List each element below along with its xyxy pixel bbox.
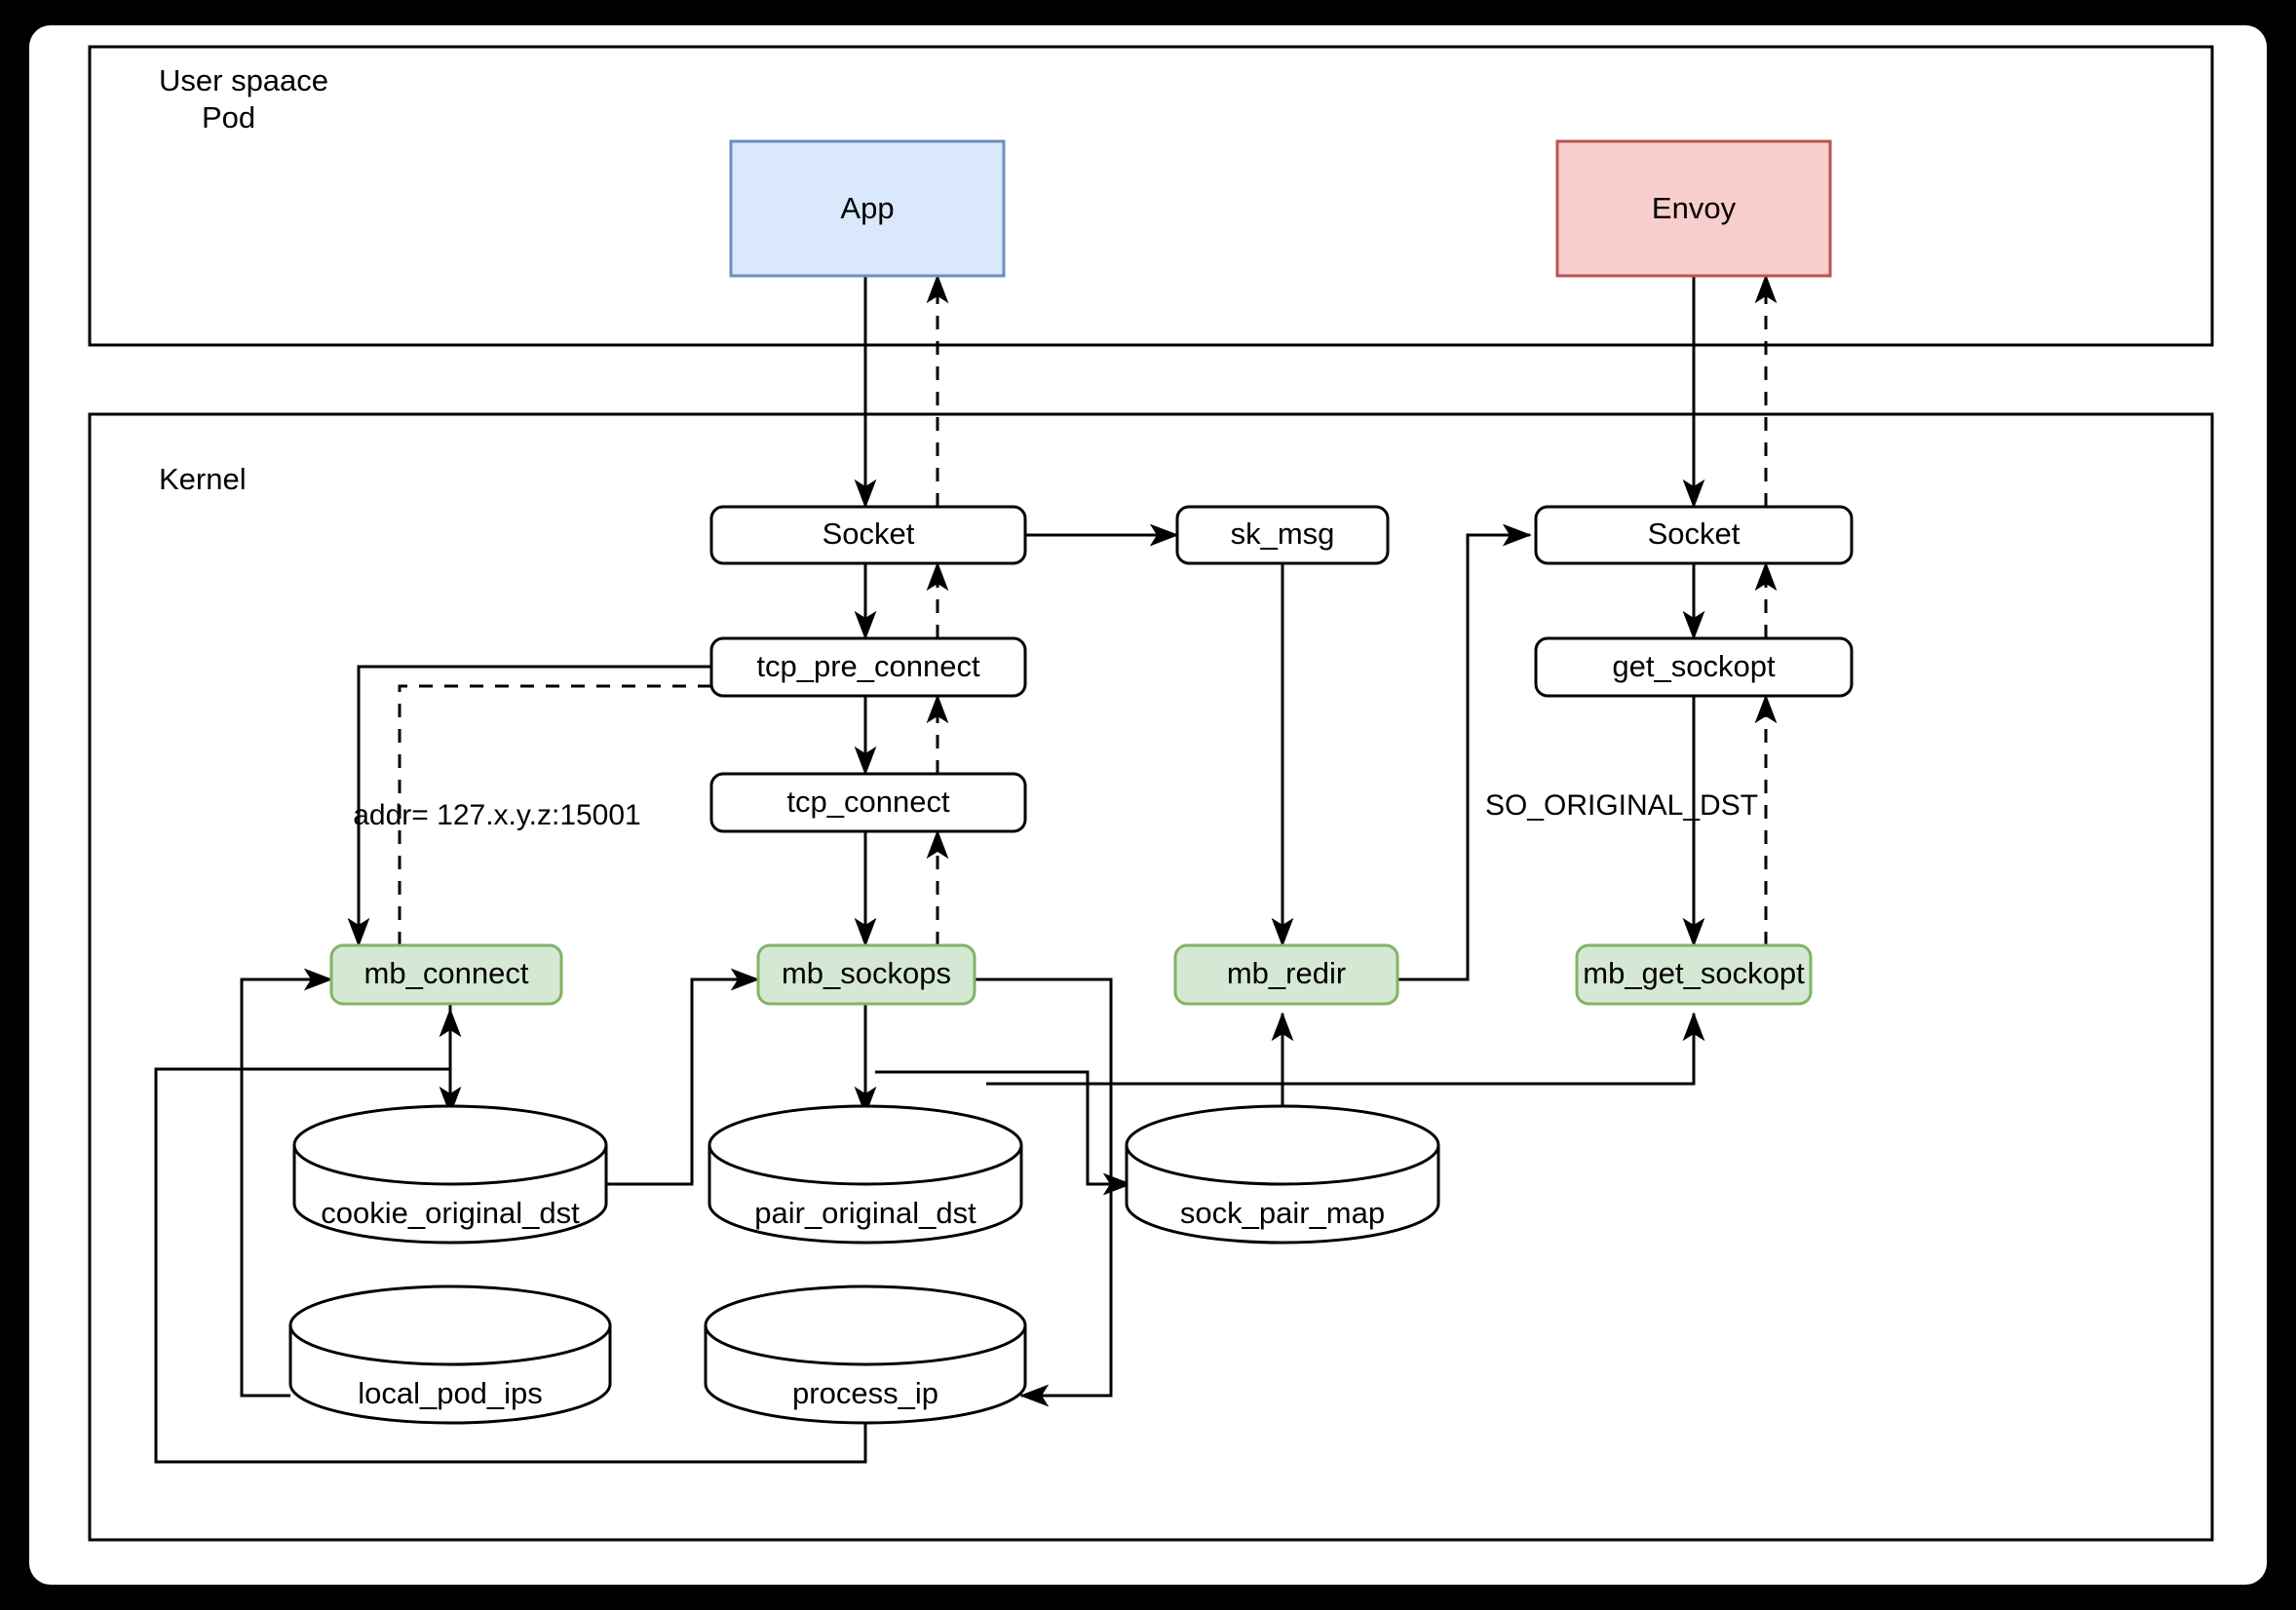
sk-msg-label: sk_msg <box>1231 517 1335 551</box>
sock-pair-map-cylinder-top[interactable] <box>1125 1104 1440 1186</box>
edge-pair-original-dst-to-mb-get-sockopt <box>986 1012 1705 1086</box>
node-mb-connect[interactable]: mb_connect <box>329 943 563 1006</box>
node-mb-get-sockopt[interactable]: mb_get_sockopt <box>1575 943 1813 1006</box>
socket-right-label: Socket <box>1648 517 1741 551</box>
tcp-pre-connect-box[interactable] <box>709 636 1027 698</box>
pair-original-dst-label: pair_original_dst <box>754 1196 976 1230</box>
mb-get-sockopt-box[interactable] <box>1575 943 1813 1006</box>
node-pair-original-dst[interactable]: pair_original_dst <box>708 1104 1023 1245</box>
node-envoy[interactable]: Envoy <box>1555 139 1832 278</box>
node-mb-sockops[interactable]: mb_sockops <box>756 943 976 1006</box>
mb-connect-label: mb_connect <box>364 956 529 990</box>
edge-label-addr: addr= 127.x.y.z:15001 <box>353 799 641 831</box>
edge-mb-sockops-to-sock-pair-map <box>875 1070 1132 1196</box>
user-space-label-line1: User spaace <box>159 63 328 97</box>
mb-redir-label: mb_redir <box>1227 956 1346 990</box>
tcp-connect-box[interactable] <box>709 772 1027 833</box>
user-space-label-line2: Pod <box>202 100 255 134</box>
edge-tcp-pre-connect-to-mb-connect <box>347 665 821 947</box>
node-process-ip[interactable]: process_ip <box>704 1284 1027 1425</box>
mb-sockops-label: mb_sockops <box>782 956 951 990</box>
app-label: App <box>840 191 894 225</box>
socket-left-box[interactable] <box>709 505 1027 565</box>
node-socket-left[interactable]: Socket <box>709 505 1027 565</box>
edge-process-ip-to-mb-connect <box>154 1008 867 1464</box>
mb-connect-box[interactable] <box>329 943 563 1006</box>
node-local-pod-ips[interactable]: local_pod_ips <box>288 1284 612 1425</box>
edge-local-pod-ips-to-mb-connect <box>240 968 333 1398</box>
edge-mb-redir-to-socket-right <box>1397 523 1532 981</box>
node-cookie-original-dst[interactable]: cookie_original_dst <box>292 1104 608 1245</box>
app-box[interactable] <box>729 139 1006 278</box>
node-tcp-connect[interactable]: tcp_connect <box>709 772 1027 833</box>
process-ip-cylinder-top[interactable] <box>704 1284 1027 1366</box>
local-pod-ips-cylinder-top[interactable] <box>288 1284 612 1366</box>
kernel-label: Kernel <box>159 462 247 496</box>
local-pod-ips-label: local_pod_ips <box>358 1376 543 1410</box>
node-mb-redir[interactable]: mb_redir <box>1173 943 1399 1006</box>
sock-pair-map-label: sock_pair_map <box>1180 1196 1385 1230</box>
node-tcp-pre-connect[interactable]: tcp_pre_connect <box>709 636 1027 698</box>
edge-mb-connect-to-tcp-pre-connect <box>398 674 823 945</box>
edge-label-so-original-dst: SO_ORIGINAL_DST <box>1485 789 1758 822</box>
edge-cookie-original-dst-to-mb-sockops <box>606 968 760 1186</box>
node-app[interactable]: App <box>729 139 1006 278</box>
mb-get-sockopt-label: mb_get_sockopt <box>1583 956 1805 990</box>
socket-right-box[interactable] <box>1534 505 1854 565</box>
socket-left-label: Socket <box>823 517 915 551</box>
envoy-label: Envoy <box>1652 191 1737 225</box>
node-sk-msg[interactable]: sk_msg <box>1175 505 1390 565</box>
get-sockopt-label: get_sockopt <box>1612 649 1776 683</box>
node-sock-pair-map[interactable]: sock_pair_map <box>1125 1104 1440 1245</box>
sk-msg-box[interactable] <box>1175 505 1390 565</box>
user-space-frame <box>88 45 2214 347</box>
cookie-original-dst-label: cookie_original_dst <box>321 1196 580 1230</box>
kernel-frame <box>88 412 2214 1542</box>
edge-mb-sockops-to-process-ip <box>975 978 1113 1407</box>
envoy-box[interactable] <box>1555 139 1832 278</box>
tcp-pre-connect-label: tcp_pre_connect <box>756 649 980 683</box>
container-kernel: Kernel <box>88 412 2214 1542</box>
tcp-connect-label: tcp_connect <box>786 785 950 819</box>
process-ip-label: process_ip <box>792 1376 938 1410</box>
mb-redir-box[interactable] <box>1173 943 1399 1006</box>
mb-sockops-box[interactable] <box>756 943 976 1006</box>
pair-original-dst-cylinder-top[interactable] <box>708 1104 1023 1186</box>
node-socket-right[interactable]: Socket <box>1534 505 1854 565</box>
node-get-sockopt[interactable]: get_sockopt <box>1534 636 1854 698</box>
get-sockopt-box[interactable] <box>1534 636 1854 698</box>
cookie-original-dst-cylinder-top[interactable] <box>292 1104 608 1186</box>
container-user-space: User spaace Pod <box>88 45 2214 347</box>
